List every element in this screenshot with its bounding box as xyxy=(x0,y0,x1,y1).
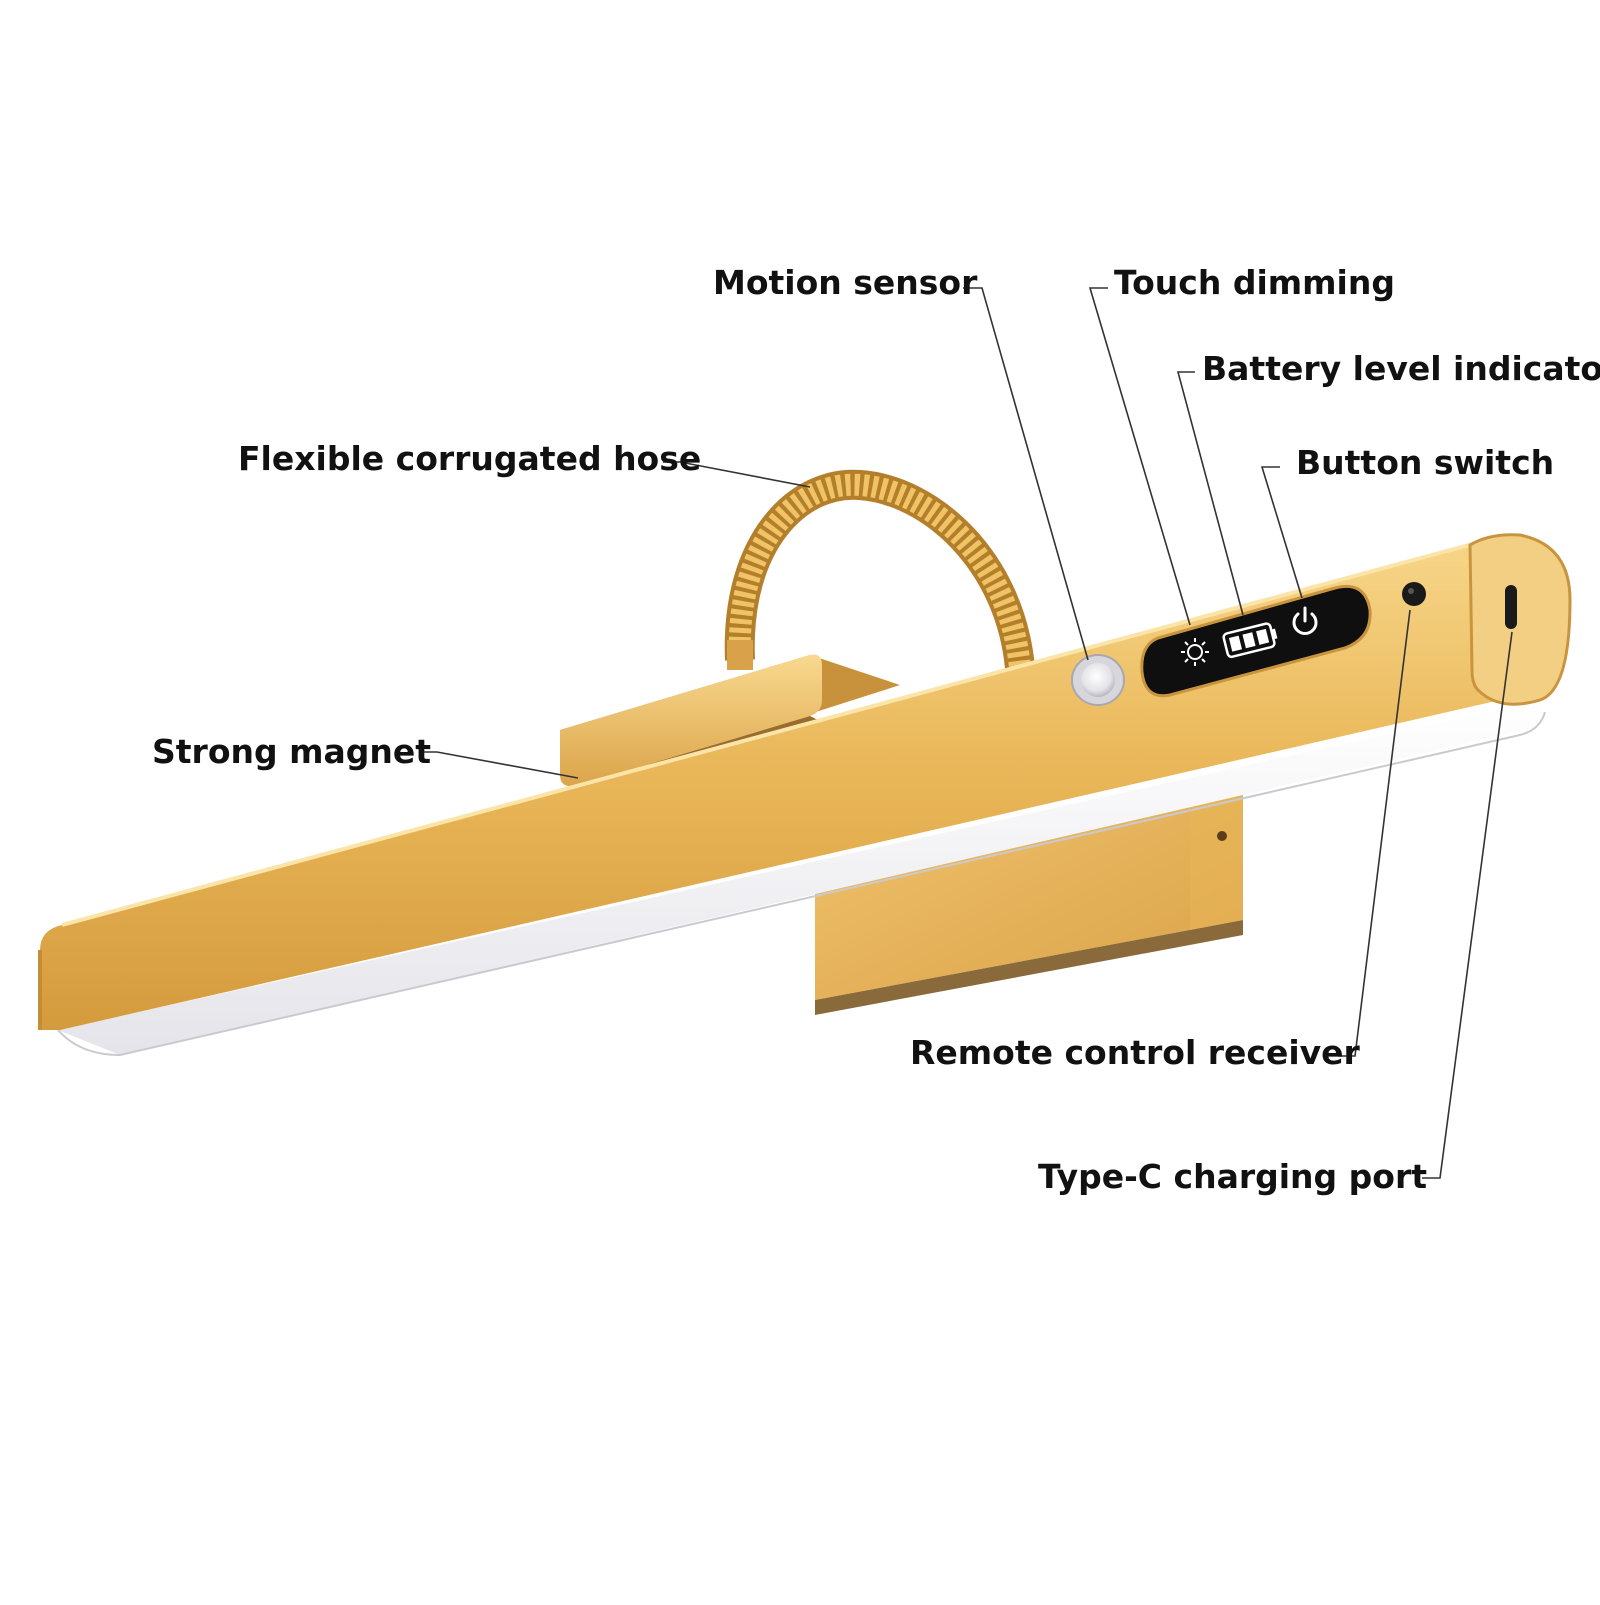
label-touch-dimming: Touch dimming xyxy=(1114,263,1395,302)
wall-mount-plate xyxy=(815,795,1243,1015)
remote-receiver xyxy=(1402,582,1426,606)
label-flexible-corrugated-hose: Flexible corrugated hose xyxy=(238,439,702,478)
leader-button-switch xyxy=(1260,466,1303,599)
leader-hose xyxy=(663,461,811,488)
leader-type-c xyxy=(1422,631,1513,1179)
type-c-port xyxy=(1505,585,1517,629)
leader-lines xyxy=(419,287,1513,1179)
leader-touch-dimming xyxy=(1088,287,1191,626)
power-icon xyxy=(1292,606,1318,635)
battery-icon xyxy=(1222,622,1278,659)
label-motion-sensor: Motion sensor xyxy=(713,263,978,302)
label-battery-level-indicator: Battery level indicator xyxy=(1202,349,1600,388)
label-type-c-charging-port: Type-C charging port xyxy=(1038,1157,1427,1196)
leader-magnet xyxy=(419,751,579,779)
sun-icon xyxy=(1181,638,1209,666)
leader-motion-sensor xyxy=(963,287,1089,661)
leader-remote xyxy=(1338,609,1411,1057)
control-panel xyxy=(1140,584,1372,698)
leader-battery xyxy=(1176,371,1244,616)
label-remote-control-receiver: Remote control receiver xyxy=(910,1033,1360,1072)
label-button-switch: Button switch xyxy=(1296,443,1555,482)
flexible-hose xyxy=(724,469,1035,670)
label-strong-magnet: Strong magnet xyxy=(152,732,432,771)
motion-sensor xyxy=(1071,654,1125,706)
